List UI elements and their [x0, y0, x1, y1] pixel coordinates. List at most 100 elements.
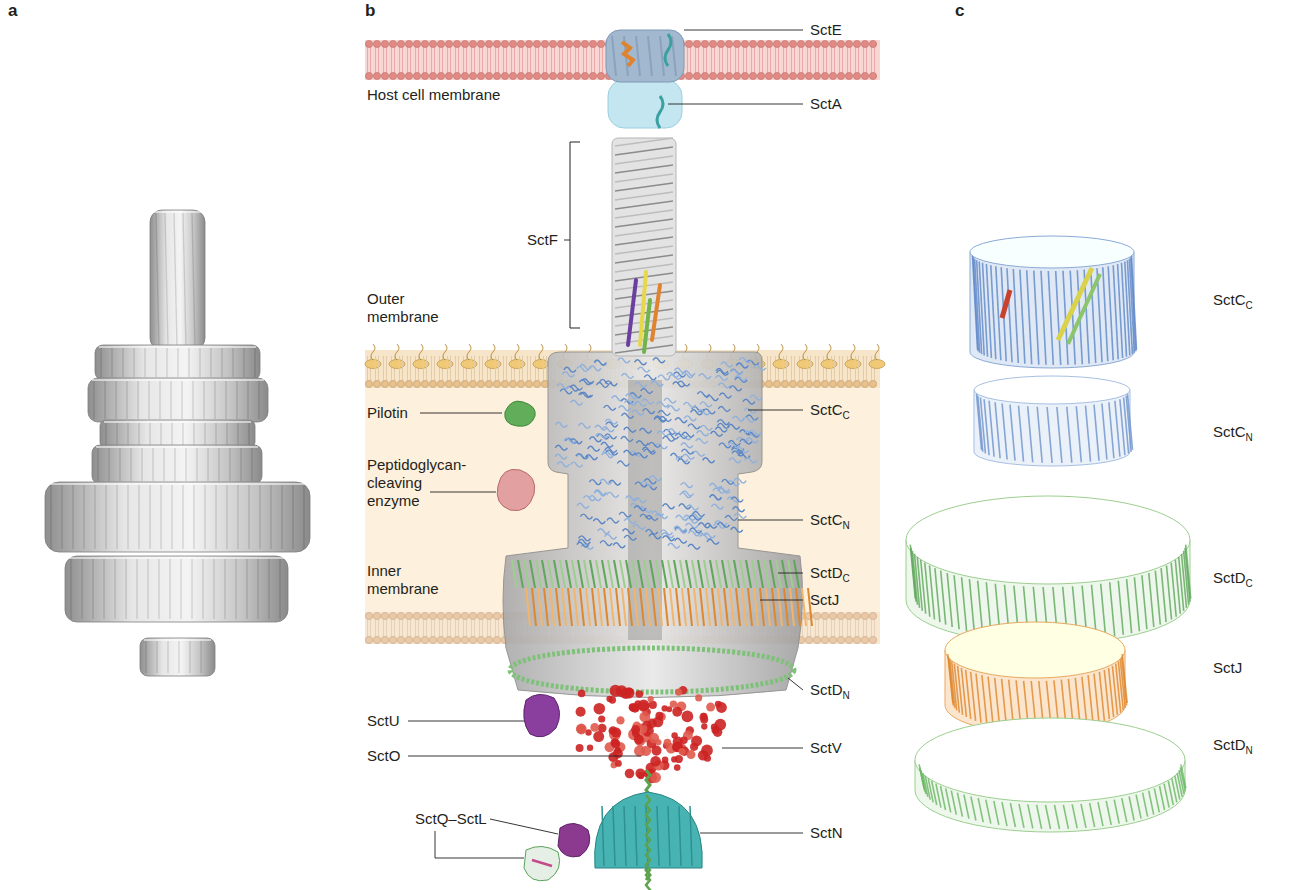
- sctV-structure: [640, 725, 647, 732]
- lipid-head: [813, 72, 820, 79]
- sctD-c-ring-strand: [1134, 577, 1139, 631]
- needle-subunit: [615, 156, 673, 164]
- lipid-tail: [839, 356, 840, 382]
- secretin-cartoon: [710, 495, 722, 500]
- lipid-head: [453, 72, 460, 79]
- leader-line: [760, 600, 803, 601]
- lipid-tail: [818, 356, 819, 382]
- secretin-cartoon: [657, 402, 669, 407]
- lipid-tail: [490, 46, 491, 74]
- lipid-head: [869, 40, 876, 47]
- density-texture: [83, 485, 84, 549]
- lipid-tail: [426, 356, 427, 382]
- sctV-structure: [638, 700, 650, 712]
- density-texture: [281, 485, 282, 549]
- lipid-tail: [511, 46, 512, 74]
- sctE-pore: [606, 30, 684, 82]
- sctC-n-ring: [974, 376, 1130, 404]
- lipid-head: [469, 40, 476, 47]
- lipid-head: [413, 380, 420, 387]
- leader-line: [778, 573, 803, 574]
- density-texture: [171, 485, 172, 549]
- sctV-structure: [598, 715, 605, 722]
- lipid-tail: [450, 618, 451, 638]
- lipid-tail: [730, 46, 731, 74]
- part-label: Peptidoglycan-cleaving enzyme: [367, 456, 471, 510]
- lipid-tail: [370, 618, 371, 638]
- sctd-cartoon: [686, 560, 691, 588]
- part-label: SctJ: [1213, 659, 1242, 677]
- sctd-cartoon: [644, 560, 649, 588]
- lipid-head: [789, 380, 796, 387]
- lipid-head: [389, 636, 396, 643]
- lipid-tail: [746, 46, 747, 74]
- subscript: C: [843, 573, 850, 585]
- lipid-tail: [418, 46, 419, 74]
- secretin-cartoon: [605, 534, 617, 539]
- lipid-head: [517, 72, 524, 79]
- lipid-head: [725, 40, 732, 47]
- sctL-structure: [558, 823, 590, 856]
- density-ring: [45, 482, 310, 552]
- lipid-tail: [522, 46, 523, 74]
- lipid-tail: [850, 46, 851, 74]
- sctD-n-ring-strand: [946, 788, 951, 812]
- lipid-head: [509, 380, 516, 387]
- sctD-n-ring-strand: [1046, 805, 1051, 829]
- secretin-cartoon: [739, 358, 751, 363]
- sctj-cartoon: [526, 588, 530, 626]
- secretin-cartoon: [619, 512, 631, 517]
- lipid-head: [741, 72, 748, 79]
- sctj-cartoon: [604, 588, 608, 626]
- density-texture: [200, 641, 201, 673]
- sctD-n-ring-strand: [1098, 802, 1103, 826]
- sctD-n-ring-strand: [1010, 803, 1015, 827]
- sctV-structure: [616, 716, 624, 724]
- lps-chain: [539, 344, 543, 360]
- lipid-head: [421, 72, 428, 79]
- secretin-cartoon: [722, 479, 734, 484]
- secretin-cartoon: [643, 409, 655, 414]
- sctj-cartoon: [676, 588, 680, 626]
- density-texture: [196, 448, 197, 481]
- lipid-head: [837, 612, 844, 619]
- lipid-head: [693, 72, 700, 79]
- lps-chain: [803, 344, 807, 360]
- lipid-tail: [463, 46, 464, 74]
- density-texture: [114, 559, 115, 619]
- secretin-cartoon: [640, 428, 652, 433]
- lipid-head: [581, 72, 588, 79]
- lipid-tail: [498, 46, 499, 74]
- lipid-head: [589, 72, 596, 79]
- part-label: SctD: [1213, 569, 1246, 587]
- lipid-tail: [407, 356, 408, 382]
- density-texture: [247, 381, 248, 419]
- density-texture: [160, 485, 161, 549]
- sctD-c-ring-strand: [925, 563, 930, 617]
- lipid-head: [533, 72, 540, 79]
- lipid-tail: [511, 356, 512, 382]
- lipid-head: [469, 636, 476, 643]
- sctd-cartoon: [650, 560, 655, 588]
- sctj-cartoon: [664, 588, 668, 626]
- lipid-head: [421, 380, 428, 387]
- density-texture: [119, 448, 120, 481]
- lipid-tail: [831, 618, 832, 638]
- sctV-structure: [594, 703, 606, 715]
- leader-line: [430, 492, 496, 493]
- sctj-cartoon: [712, 588, 716, 626]
- lipid-tail: [863, 618, 864, 638]
- lipid-tail: [434, 356, 435, 382]
- sctj-cartoon: [700, 588, 704, 626]
- sctd-cartoon: [512, 560, 517, 588]
- sctC-c-ring-strand: [991, 265, 996, 359]
- leader-line: [420, 413, 502, 414]
- lipid-tail: [554, 46, 555, 74]
- density-texture: [160, 423, 161, 445]
- lipid-tail: [543, 356, 544, 382]
- sctd-cartoon: [704, 560, 709, 588]
- lipid-tail: [423, 356, 424, 382]
- sctV-structure: [611, 728, 621, 738]
- lipid-tail: [775, 46, 776, 74]
- secretin-cartoon: [734, 513, 746, 518]
